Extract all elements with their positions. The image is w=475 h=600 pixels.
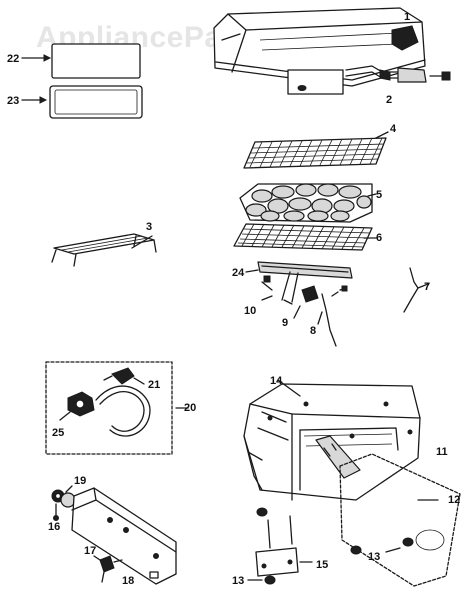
callout-25: 25 [52, 427, 64, 439]
callout-11: 11 [436, 446, 448, 458]
cooking-grate-part [243, 131, 389, 169]
wire-part-7 [403, 267, 429, 313]
callout-21: 21 [148, 379, 160, 391]
callout-3: 3 [146, 221, 152, 233]
callout-18: 18 [122, 575, 134, 587]
callout-7: 7 [424, 281, 430, 293]
callout-labels: 1 2 4 5 6 7 8 9 10 24 3 22 23 21 20 25 1… [7, 11, 460, 587]
callout-8: 8 [310, 325, 316, 337]
callout-10: 10 [244, 305, 256, 317]
rock-grate-part [233, 223, 377, 251]
heat-shield-part [255, 515, 313, 577]
plate-part-23 [21, 85, 143, 119]
foot-parts-13 [247, 507, 414, 585]
callout-14: 14 [270, 375, 283, 387]
firebox-part [243, 379, 421, 501]
burner-assembly-part [245, 261, 353, 347]
callout-15: 15 [316, 559, 328, 571]
warming-rack-part [51, 233, 157, 267]
callout-4: 4 [390, 123, 397, 135]
handle-part [345, 65, 451, 83]
callout-22: 22 [7, 53, 19, 65]
callout-24: 24 [232, 267, 245, 279]
plate-part-22 [21, 43, 141, 79]
callout-6: 6 [376, 232, 382, 244]
callout-13-right: 13 [368, 551, 380, 563]
callout-9: 9 [282, 317, 288, 329]
igniter-button-part [93, 555, 123, 583]
control-panel-part [71, 487, 177, 585]
regulator-assembly-part [45, 361, 189, 455]
callout-5: 5 [376, 189, 382, 201]
callout-2: 2 [386, 94, 392, 106]
callout-13-bottom: 13 [232, 575, 244, 587]
callout-17: 17 [84, 545, 96, 557]
callout-12: 12 [448, 494, 460, 506]
callout-1: 1 [404, 11, 410, 23]
callout-16: 16 [48, 521, 60, 533]
callout-19: 19 [74, 475, 86, 487]
bottom-panel-part [339, 453, 461, 587]
lava-rocks-part [239, 183, 377, 223]
grill-lid-part [213, 7, 426, 95]
callout-23: 23 [7, 95, 19, 107]
callout-20: 20 [184, 402, 196, 414]
control-knob-part [51, 485, 76, 521]
